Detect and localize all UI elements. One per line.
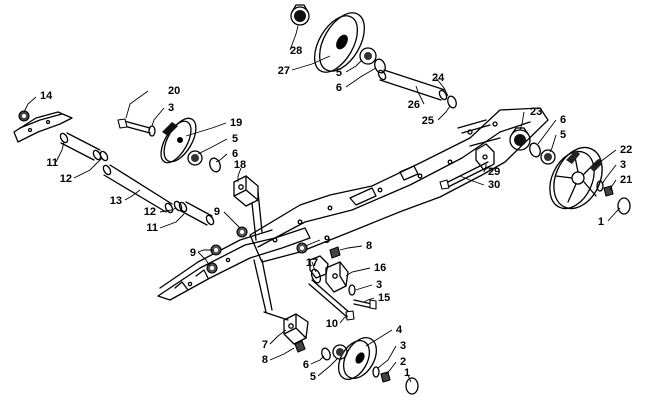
axle-26 <box>377 69 448 101</box>
callout-3: 3 <box>620 159 626 171</box>
callout-11: 11 <box>146 222 158 234</box>
callout-22: 22 <box>620 144 632 156</box>
callout-2: 2 <box>400 356 406 368</box>
hub-28 <box>290 4 310 26</box>
callout-8: 8 <box>366 240 372 252</box>
callout-24: 24 <box>432 72 445 84</box>
bolt-20 <box>117 118 151 134</box>
rear-rail-stub <box>13 111 73 143</box>
callout-19: 19 <box>230 117 242 129</box>
callout-labels: 14 20 3 19 5 6 11 12 13 12 11 18 9 9 9 8… <box>40 45 632 383</box>
bolt-10 <box>308 279 355 321</box>
callout-6: 6 <box>336 82 342 94</box>
callout-27: 27 <box>278 65 290 77</box>
callout-8: 8 <box>262 354 268 366</box>
callout-23: 23 <box>530 106 542 118</box>
bolt-15 <box>353 299 377 310</box>
callout-12: 12 <box>60 173 72 185</box>
wheel-22 <box>549 146 603 210</box>
bracket-29 <box>475 143 495 171</box>
callout-28: 28 <box>290 45 302 57</box>
wheel-27 <box>313 12 365 73</box>
callout-17: 17 <box>306 257 318 269</box>
callout-20: 20 <box>168 85 180 97</box>
callout-12: 12 <box>144 206 156 218</box>
callout-4: 4 <box>396 324 403 336</box>
callout-21: 21 <box>620 174 632 186</box>
callout-14: 14 <box>40 90 53 102</box>
callout-1: 1 <box>404 367 410 379</box>
callout-15: 15 <box>378 292 390 304</box>
lower-rail <box>157 227 311 301</box>
callout-9: 9 <box>324 234 330 246</box>
callout-26: 26 <box>408 99 420 111</box>
bracket-7 <box>253 259 309 345</box>
callout-18: 18 <box>234 159 246 171</box>
upper-rail <box>249 107 549 263</box>
callout-5: 5 <box>560 129 566 141</box>
callout-16: 16 <box>374 262 386 274</box>
callout-5: 5 <box>310 371 316 383</box>
callout-5: 5 <box>232 133 238 145</box>
callout-11: 11 <box>46 157 58 169</box>
callout-29: 29 <box>488 166 500 178</box>
callout-13: 13 <box>110 195 122 207</box>
callout-6: 6 <box>560 114 566 126</box>
callout-3: 3 <box>400 340 406 352</box>
callout-7: 7 <box>262 339 268 351</box>
leader-lines <box>23 25 621 383</box>
spacer-11-lower <box>178 201 215 226</box>
callout-1: 1 <box>598 216 604 228</box>
callout-9: 9 <box>190 247 196 259</box>
callout-5: 5 <box>336 67 342 79</box>
bracket-18 <box>233 175 263 241</box>
callout-30: 30 <box>488 179 500 191</box>
small-parts <box>18 47 631 395</box>
callout-9: 9 <box>214 206 220 218</box>
callout-6: 6 <box>303 359 309 371</box>
spacer-11-upper <box>59 132 102 161</box>
wheel-19 <box>160 117 197 164</box>
callout-25: 25 <box>422 115 434 127</box>
callout-3: 3 <box>168 102 174 114</box>
bracket-16 <box>309 255 349 293</box>
wheel-4 <box>337 337 378 380</box>
callout-10: 10 <box>326 318 338 330</box>
callout-3: 3 <box>376 279 382 291</box>
callout-6: 6 <box>232 148 238 160</box>
